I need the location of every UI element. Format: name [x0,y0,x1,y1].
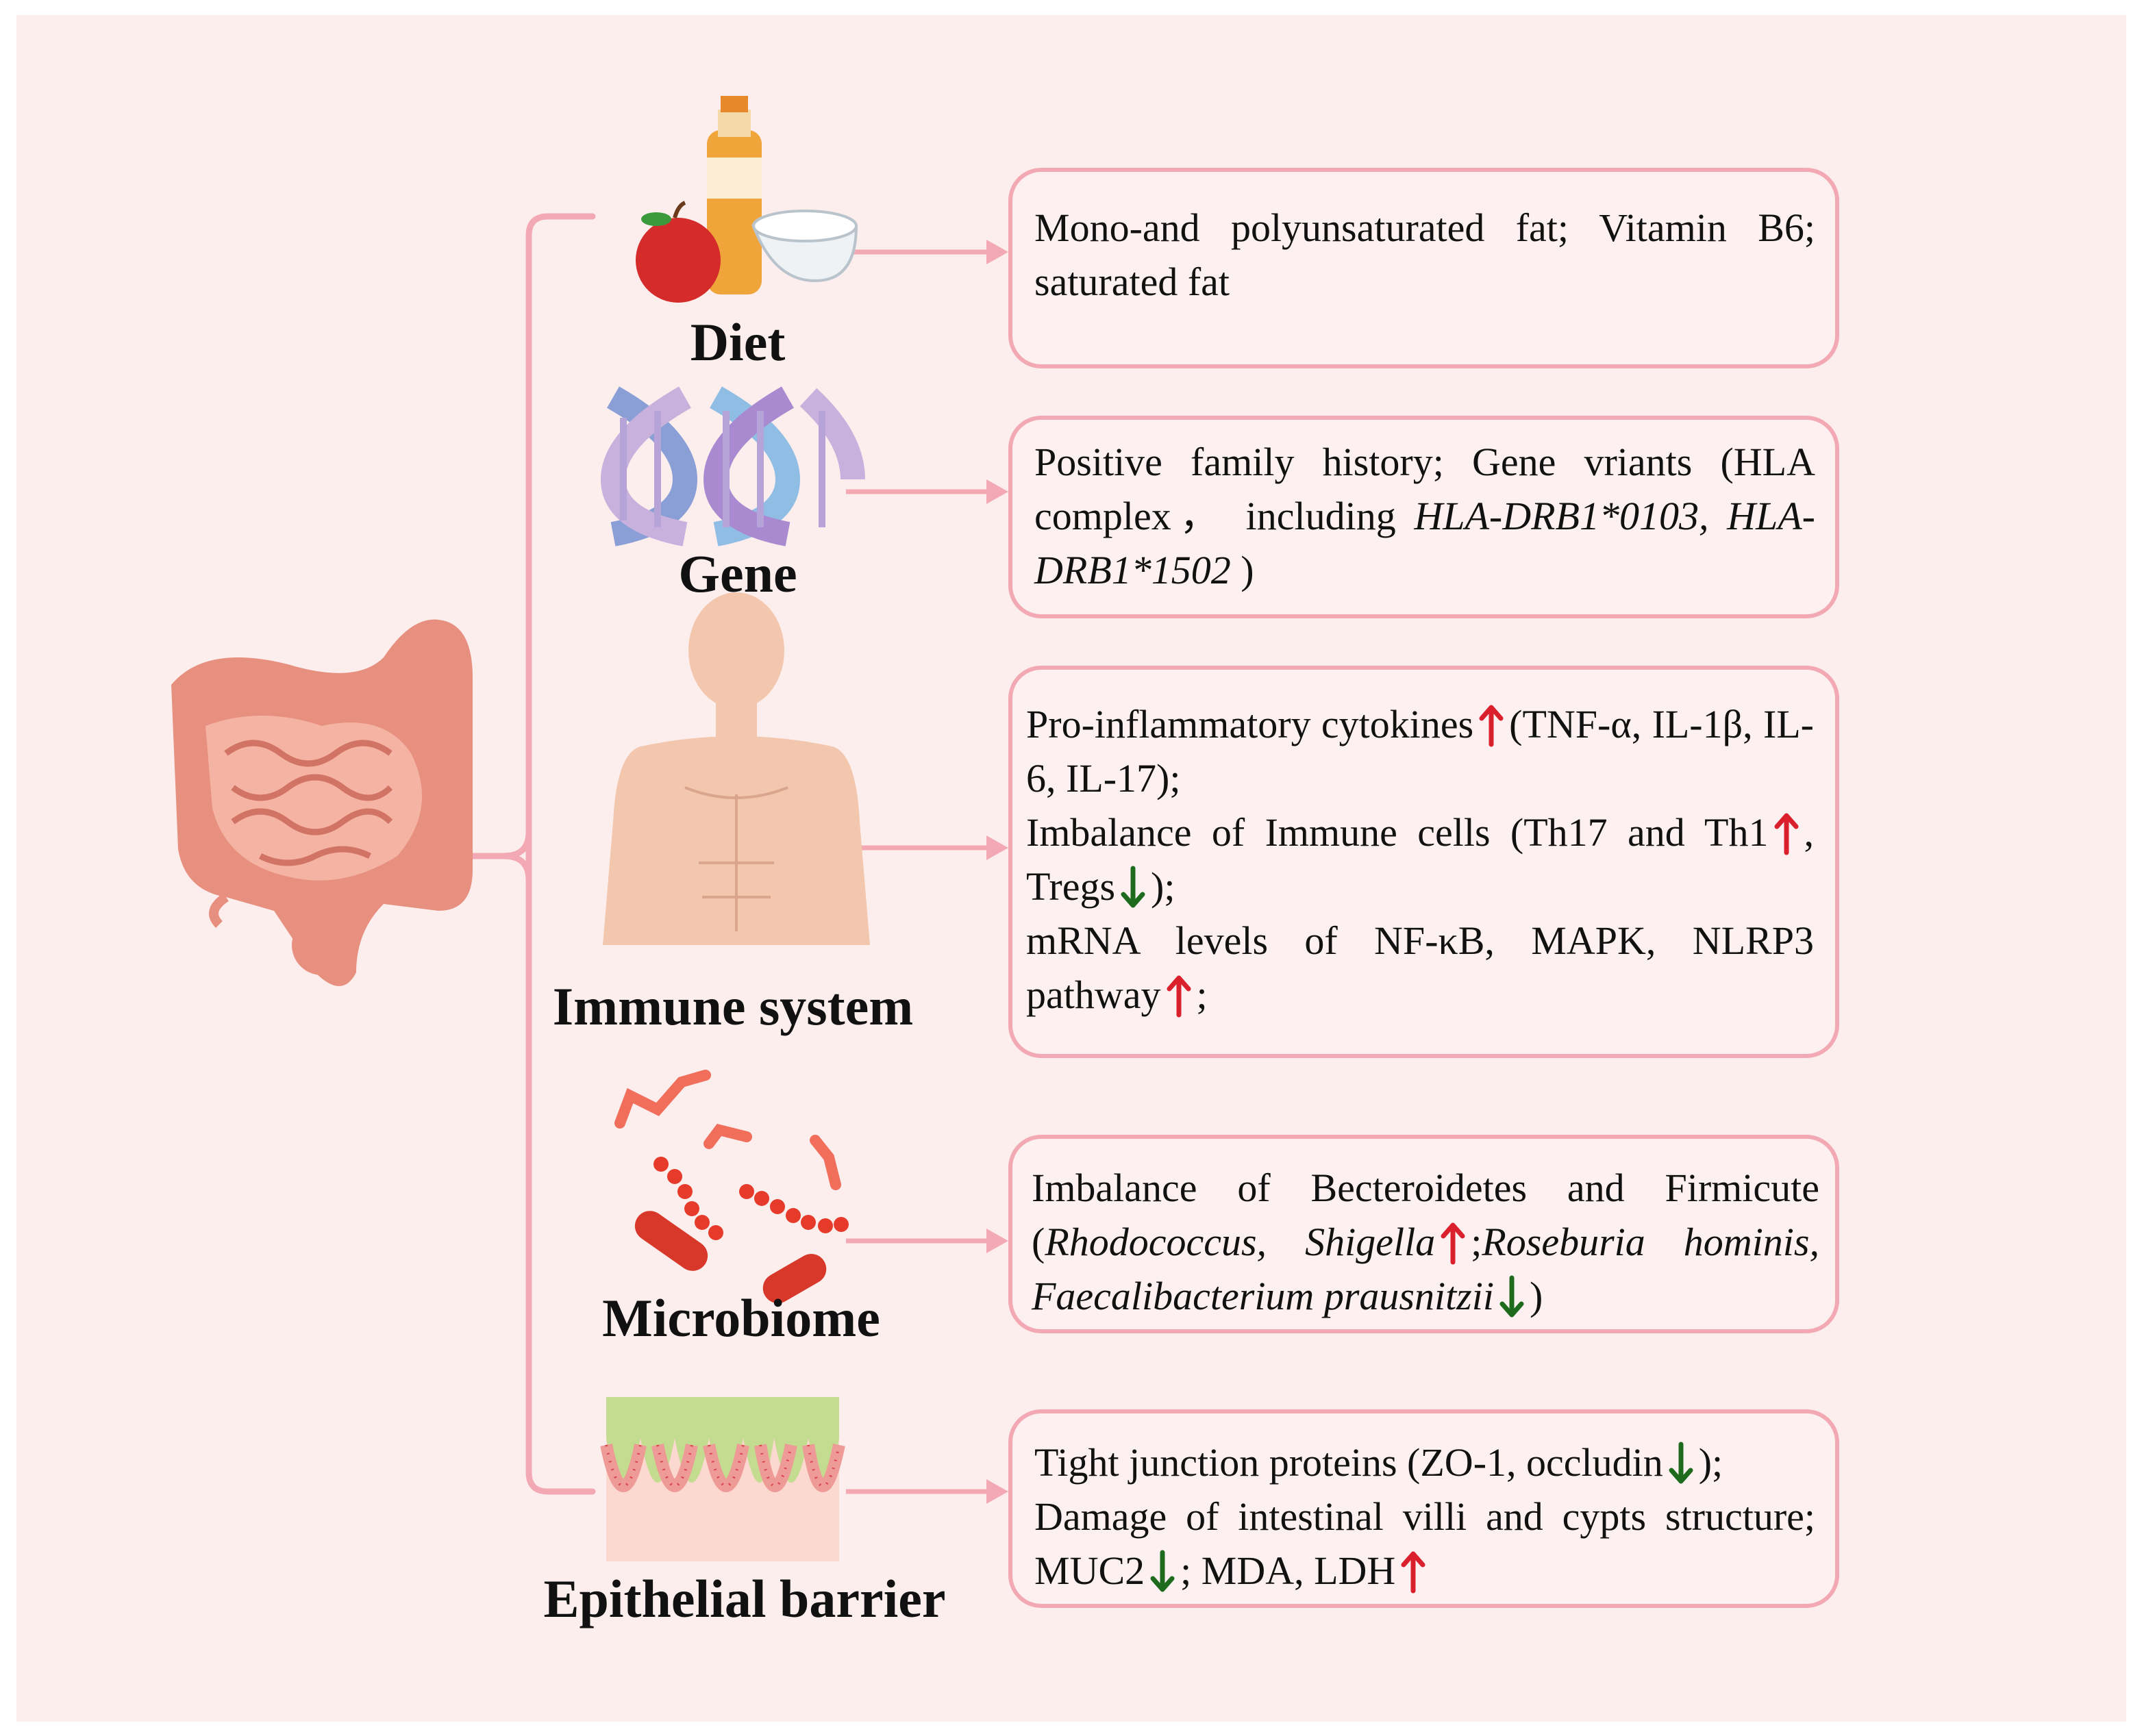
effect-box-epithelial: Tight junction proteins (ZO-1, occludin)… [1008,1409,1839,1608]
effect-box-gene: Positive family history; Gene vriants (H… [1008,416,1839,618]
effect-text-segment: Imbalance of Becteroidetes and Firmicute… [1032,1166,1819,1264]
effect-text-segment: Pro-inflammatory cytokines [1026,702,1474,746]
effect-text-gene: Positive family history; Gene vriants (H… [1034,435,1815,597]
effect-text-segment: Damage of intestinal villi and cypts str… [1034,1494,1815,1593]
factor-label-immune: Immune system [552,977,914,1036]
effect-text-segment: Mono-and polyunsaturated fat; Vitamin B6… [1034,205,1815,304]
effect-text-segment: ); [1698,1440,1723,1485]
human-body-icon [603,592,870,945]
effect-box-immune: Pro-inflammatory cytokines(TNF-α, IL-1β,… [1008,666,1839,1058]
effect-text-diet: Mono-and polyunsaturated fat; Vitamin B6… [1034,201,1815,309]
effect-box-diet: Mono-and polyunsaturated fat; Vitamin B6… [1008,168,1839,368]
connector-arrows [846,240,1008,1504]
up-arrow-icon [1774,813,1798,855]
effect-text-segment: Positive family history; Gene vriants (H… [1034,440,1815,538]
effect-text-segment: (TNF-α, IL-1β, IL-6, IL-17); [1026,702,1814,801]
up-arrow-icon [1441,1222,1465,1265]
effect-text-segment: ) [1530,1274,1543,1318]
effect-text-segment: mRNA levels of NF-κB, MAPK, NLRP3 pathwa… [1026,918,1814,1017]
down-arrow-icon [1150,1550,1175,1592]
down-arrow-icon [1121,866,1145,908]
effect-text-segment: Imbalance of Immune cells (Th17 and Th1 [1026,810,1769,855]
intestine-icon [171,619,473,986]
dna-icon [600,386,865,546]
bacteria-icon [614,1070,849,1303]
down-arrow-icon [1669,1442,1693,1484]
effect-text-segment: Tight junction proteins (ZO-1, occludin [1034,1440,1663,1485]
effect-text-microbiome: Imbalance of Becteroidetes and Firmicute… [1032,1161,1819,1323]
effect-text-segment: , Tregs [1026,810,1814,909]
effect-text-epithelial: Tight junction proteins (ZO-1, occludin)… [1034,1435,1815,1598]
effect-text-segment: ; MDA, LDH [1180,1548,1396,1593]
food-icon [636,96,858,303]
factor-label-microbiome: Microbiome [602,1288,880,1348]
effect-text-segment: Rhodococcus, Shigella [1045,1220,1436,1264]
effect-box-microbiome: Imbalance of Becteroidetes and Firmicute… [1008,1135,1839,1333]
down-arrow-icon [1499,1275,1524,1318]
effect-text-segment: ; [1196,972,1208,1017]
effect-text-segment: HLA-DRB1*0103, HLA-DRB1*1502 [1034,494,1815,592]
effect-text-segment: Roseburia hominis, Faecalibacterium prau… [1032,1220,1819,1318]
effect-text-segment: ) [1230,548,1254,592]
bracket-connector [469,213,596,1495]
effect-text-segment: ); [1151,864,1175,909]
up-arrow-icon [1401,1551,1425,1594]
factor-label-epithelial: Epithelial barrier [543,1569,946,1628]
effect-text-immune: Pro-inflammatory cytokines(TNF-α, IL-1β,… [1026,697,1814,1022]
up-arrow-icon [1167,975,1191,1018]
effect-text-segment: ; [1471,1220,1482,1264]
up-arrow-icon [1479,705,1504,747]
factor-label-gene: Gene [678,544,797,603]
factor-label-diet: Diet [690,312,786,372]
villi-icon [600,1397,845,1561]
